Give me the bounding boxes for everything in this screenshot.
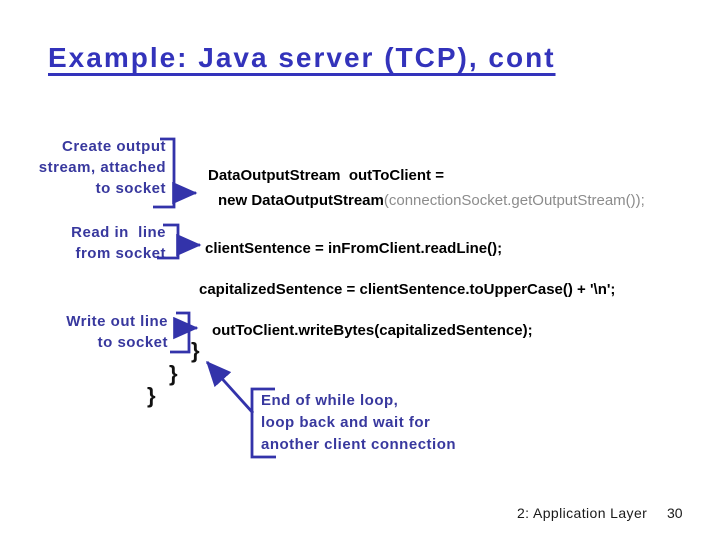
code-line-dataoutputstream-decl: DataOutputStream outToClient = (208, 167, 444, 184)
annotation-create-output-stream: Create output stream, attached to socket (38, 138, 166, 197)
code-line-readline: clientSentence = inFromClient.readLine()… (205, 240, 503, 257)
footer-page-number: 30 (667, 505, 683, 521)
code-line-writebytes: outToClient.writeBytes(capitalizedSenten… (212, 322, 533, 339)
annotation-end-of-while-loop: End of while loop, loop back and wait fo… (261, 392, 457, 453)
code-line-touppercase: capitalizedSentence = clientSentence.toU… (199, 281, 616, 298)
footer-section-label: 2: Application Layer (517, 505, 648, 521)
code-getoutputstream-args: (connectionSocket.getOutputStream()); (383, 192, 645, 209)
annotation-read-in-line: Read in line from socket (71, 224, 166, 262)
code-new-dataoutputstream-bold: new DataOutputStream (218, 192, 384, 209)
closing-brace-inner: } (191, 338, 200, 363)
annotation-write-out-line: Write out line to socket (66, 313, 168, 351)
bracket-icon-write-line (170, 311, 191, 354)
code-line-new-dataoutputstream: new DataOutputStream(connectionSocket.ge… (218, 192, 645, 209)
arrow-diagonal-icon-end-while (205, 360, 255, 414)
closing-brace-middle: } (169, 361, 178, 386)
slide-title: Example: Java server (TCP), cont (48, 42, 556, 73)
closing-brace-outer: } (147, 383, 156, 408)
